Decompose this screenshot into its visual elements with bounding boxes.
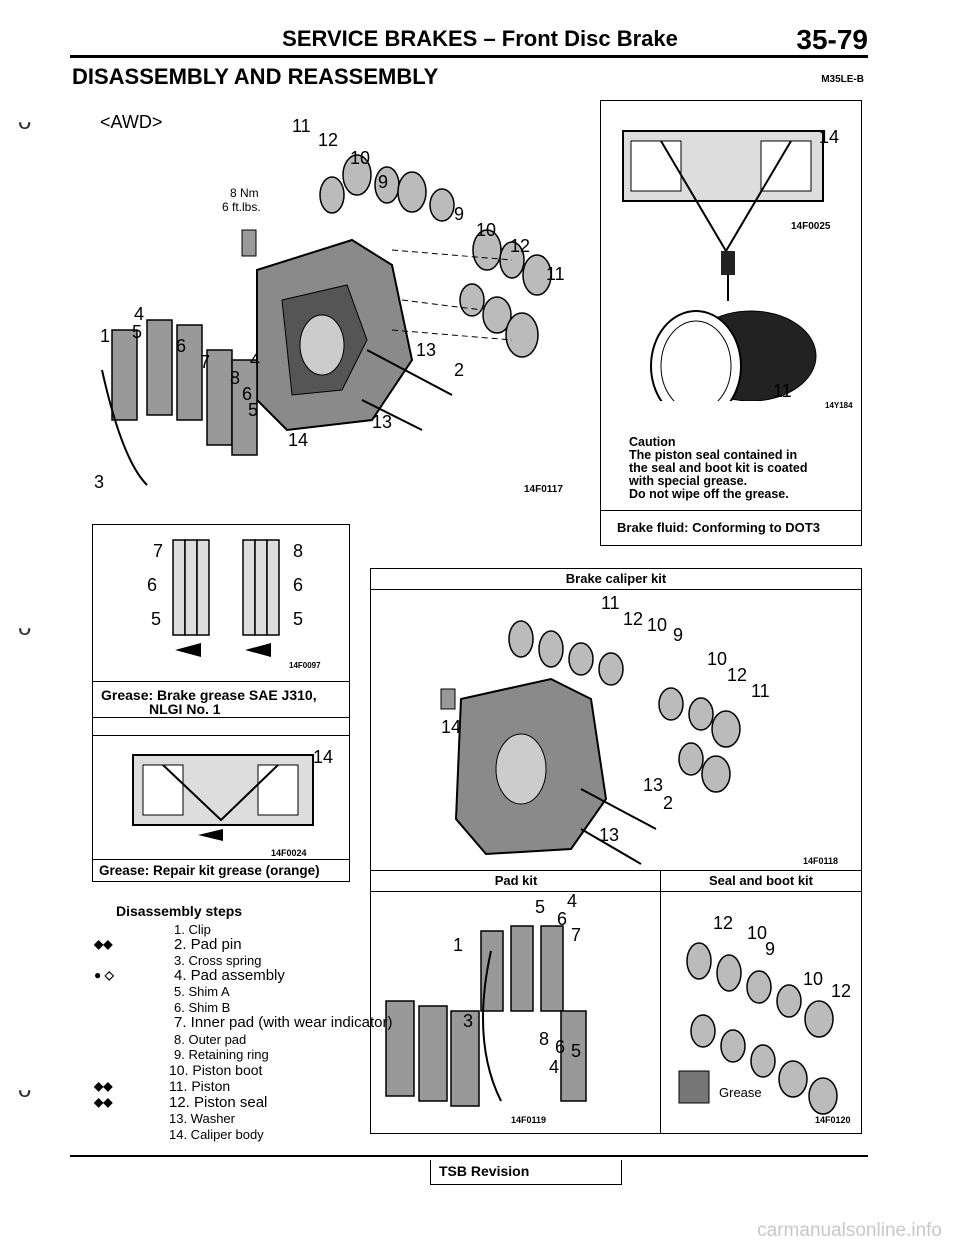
pad-kit-drawing [385, 925, 587, 1107]
step-item: 2. Pad pin [174, 936, 242, 953]
caution-line-4: Do not wipe off the grease. [629, 487, 789, 501]
pad-grease-figure-code: 14F0097 [289, 661, 321, 670]
tsb-revision-box: TSB Revision [430, 1160, 622, 1185]
repair-grease-text: Grease: Repair kit grease (orange) [99, 863, 320, 878]
caliper-kit-code: 14F0118 [803, 856, 839, 866]
step-item: 6. Shim B [174, 1000, 231, 1015]
tsb-revision-label: TSB Revision [439, 1163, 530, 1179]
binder-mark: ᴗ [18, 108, 32, 135]
steps-list: 1. Clip ◆◆ 2. Pad pin 3. Cross spring ● … [94, 922, 393, 1142]
step-item: 5. Shim A [174, 984, 230, 999]
seal-kit-drawing [678, 942, 838, 1115]
caution-title: Caution [629, 435, 676, 449]
brake-fluid-text: Brake fluid: Conforming to DOT3 [617, 520, 820, 535]
step-item: 3. Cross spring [174, 953, 262, 968]
seal-kit-title: Seal and boot kit [661, 871, 861, 892]
step-item: 14. Caliper body [169, 1127, 264, 1142]
step-item: 13. Washer [169, 1111, 235, 1126]
binder-mark: ᴗ [18, 1076, 32, 1103]
torque-nm: 8 Nm [230, 186, 259, 200]
repair-grease-figure-code: 14F0024 [271, 848, 307, 858]
step-item: 8. Outer pad [174, 1032, 247, 1047]
section-code: M35LE-B [821, 74, 864, 85]
caution-line-2: the seal and boot kit is coated [629, 461, 808, 475]
step-item: 4. Pad assembly [174, 967, 285, 984]
header-rule [70, 55, 868, 58]
brake-fluid-box: Brake fluid: Conforming to DOT3 [600, 510, 862, 546]
seal-kit-code: 14F0120 [815, 1115, 851, 1125]
pad-kit-panel: Pad kit 5 4 6 7 1 3 8 6 5 4 14F0119 [370, 870, 662, 1134]
page-header-title: SERVICE BRAKES – Front Disc Brake [282, 26, 678, 51]
seal-panel: 14 14F0025 11 14Y184 Caution The piston … [600, 100, 862, 511]
pad-shim-drawing [172, 539, 280, 657]
step-item: 12. Piston seal [169, 1094, 268, 1111]
seal-figure-code-bottom: 14Y184 [825, 401, 853, 410]
section-title: DISASSEMBLY AND REASSEMBLY [72, 64, 439, 89]
seal-figure-code-top: 14F0025 [791, 221, 831, 232]
caution-line-3: with special grease. [629, 474, 748, 488]
pad-kit-title: Pad kit [371, 871, 661, 892]
caution-block: Caution The piston seal contained in the… [629, 436, 808, 501]
watermark: carmanualsonline.info [757, 1220, 942, 1241]
caliper-kit-panel: Brake caliper kit 11 12 10 9 10 12 11 14… [370, 568, 862, 872]
caliper-kit-title: Brake caliper kit [371, 569, 861, 590]
step-item: 1. Clip [174, 922, 211, 937]
page-number: 35-79 [796, 24, 868, 55]
caliper-kit-drawing [440, 620, 741, 865]
grease-label: Grease [719, 1085, 762, 1100]
step-item: 7. Inner pad (with wear indicator) [174, 1014, 393, 1031]
binder-mark: ᴗ [18, 614, 32, 641]
main-exploded-diagram: <AWD> 8 Nm 6 ft.lbs. [92, 100, 597, 510]
grease-panel: 7 8 6 6 5 5 14F0097 Grease: Brake grease… [92, 524, 350, 882]
caliper-exploded-drawing [101, 154, 552, 486]
pad-kit-code: 14F0119 [511, 1115, 547, 1125]
piston-seal-drawing [622, 130, 824, 401]
step-item: 10. Piston boot [169, 1062, 263, 1078]
step-item: 9. Retaining ring [174, 1047, 269, 1062]
caution-line-1: The piston seal contained in [629, 448, 798, 462]
pad-grease-line-2: NLGI No. 1 [149, 701, 221, 717]
repair-grease-drawing [132, 754, 314, 841]
step-item: 11. Piston [169, 1078, 231, 1094]
awd-label: <AWD> [100, 112, 163, 132]
main-figure-code: 14F0117 [524, 484, 563, 495]
torque-ftlbs: 6 ft.lbs. [222, 200, 261, 214]
steps-title: Disassembly steps [116, 903, 243, 919]
footer-rule [70, 1155, 868, 1157]
seal-kit-panel: Seal and boot kit 12 10 9 10 12 Grease 1… [660, 870, 862, 1134]
pad-grease-line-1: Grease: Brake grease SAE J310, [101, 687, 317, 703]
